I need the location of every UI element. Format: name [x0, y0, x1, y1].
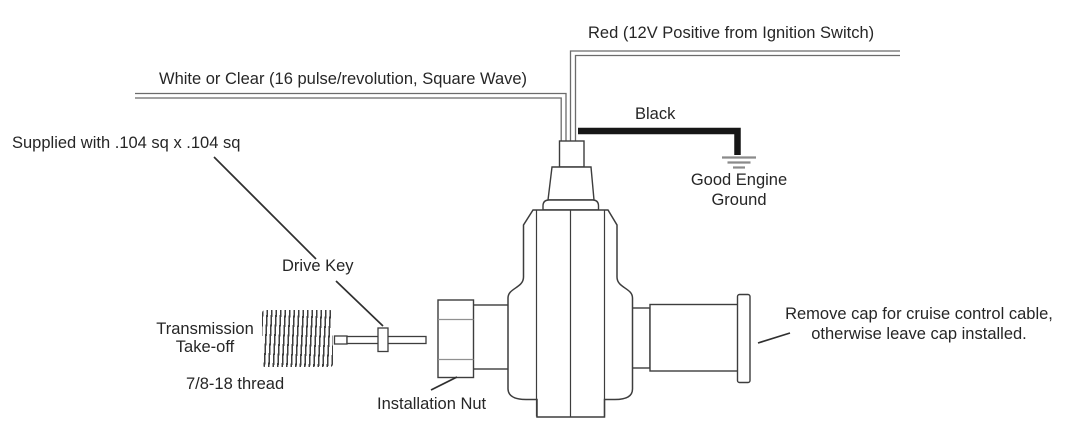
connector-collar [542, 199, 600, 211]
supplied-label: Supplied with .104 sq x .104 sq [12, 134, 241, 152]
cruise-cap-assembly [629, 293, 751, 384]
transmission-takeoff-label: Transmission Take-off [143, 320, 267, 356]
ground-icon [722, 156, 756, 169]
leader-installation-nut [430, 376, 458, 391]
ground-label-line1: Good Engine [690, 171, 788, 189]
cap-note-line1: Remove cap for cruise control cable, [785, 305, 1053, 323]
ground-label: Good Engine Ground [664, 170, 814, 210]
cap-barrel [649, 303, 739, 372]
drive-shaft [333, 327, 427, 353]
leader-supplied [213, 156, 317, 260]
ground-label-line2: Ground [711, 191, 767, 209]
takeoff-coil [262, 310, 333, 367]
drive-key-part [377, 327, 389, 353]
connector-plug [558, 140, 585, 168]
transmission-label-line1: Transmission [156, 320, 254, 338]
black-wire [578, 127, 741, 155]
leader-lines [213, 156, 791, 391]
leader-drive-key [335, 280, 384, 327]
drive-key-label: Drive Key [282, 257, 354, 275]
shaft-tip [333, 335, 348, 345]
white-wire-label: White or Clear (16 pulse/revolution, Squ… [159, 70, 528, 88]
thread-label: 7/8-18 thread [186, 375, 285, 393]
cap-flange [736, 293, 751, 384]
white-wire [135, 92, 567, 141]
cap-note-line2: otherwise leave cap installed. [811, 324, 1027, 343]
connector-neck [547, 166, 595, 201]
sensor-connector [542, 140, 600, 211]
leader-cap-note [757, 332, 791, 344]
cap-note-label: Remove cap for cruise control cable, oth… [772, 305, 1066, 344]
black-wire-label: Black [635, 105, 676, 123]
sensor-body [507, 209, 634, 418]
sensor-left-boss [472, 304, 511, 370]
installation-nut-part [437, 299, 475, 379]
transmission-label-line2: Take-off [175, 338, 235, 356]
red-wire [569, 50, 900, 141]
red-wire-label: Red (12V Positive from Ignition Switch) [588, 24, 875, 42]
installation-nut-label: Installation Nut [377, 395, 487, 413]
